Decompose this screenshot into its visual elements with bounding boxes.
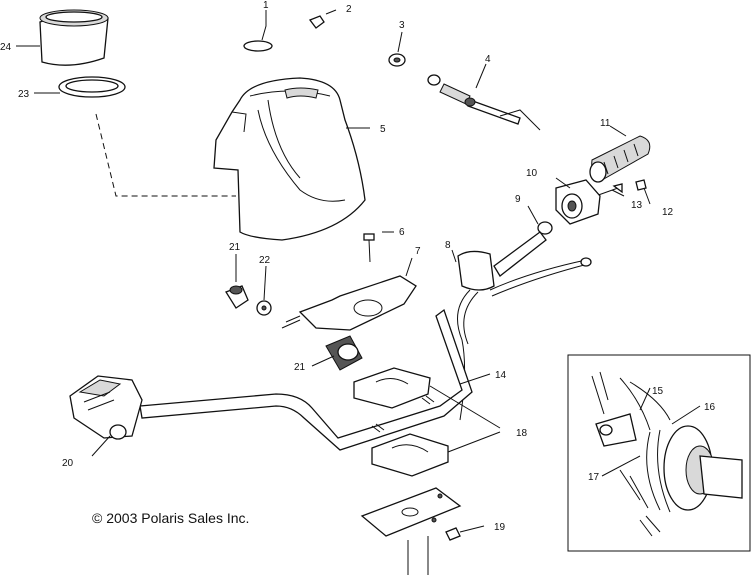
copyright-notice: © 2003 Polaris Sales Inc. xyxy=(92,510,249,526)
detail-inset xyxy=(567,354,751,552)
callout-1: 1 xyxy=(263,0,269,11)
callout-8: 8 xyxy=(445,240,451,251)
part-1-lens xyxy=(243,40,273,52)
callout-22: 22 xyxy=(259,255,271,266)
part-11-grip xyxy=(589,135,651,183)
part-18-clamp-upper xyxy=(353,367,431,409)
callout-7: 7 xyxy=(415,246,421,257)
part-8-brake-lever xyxy=(457,231,592,297)
callout-13: 13 xyxy=(631,200,643,211)
callout-20: 20 xyxy=(62,458,74,469)
callout-11: 11 xyxy=(600,118,611,129)
callout-16: 16 xyxy=(704,402,716,413)
part-23-ring xyxy=(58,76,126,98)
callout-24: 24 xyxy=(0,42,12,53)
part-14-handlebar xyxy=(139,308,473,451)
callout-19: 19 xyxy=(494,522,506,533)
part-7-mount-plate xyxy=(281,275,417,331)
part-24-bezel-ring xyxy=(39,9,109,66)
callout-21-upper: 21 xyxy=(229,242,241,253)
part-3-washer xyxy=(388,53,406,67)
callout-4: 4 xyxy=(485,54,491,65)
part-5-headlight-pod xyxy=(213,77,366,241)
part-2-screw xyxy=(308,15,325,29)
callout-2: 2 xyxy=(346,4,352,15)
callout-15: 15 xyxy=(652,386,664,397)
part-6-bolt xyxy=(363,233,375,263)
part-10-throttle-housing xyxy=(555,179,601,225)
callout-17: 17 xyxy=(588,472,600,483)
callout-21-lower: 21 xyxy=(294,362,306,373)
part-4-switch-assembly xyxy=(427,74,541,131)
part-19-post-plate xyxy=(360,487,462,575)
part-22-nut xyxy=(256,300,272,316)
callout-10: 10 xyxy=(526,168,538,179)
callout-18: 18 xyxy=(516,428,528,439)
leader-lines xyxy=(16,9,701,533)
part-21-switch-upper xyxy=(225,285,249,309)
callout-12: 12 xyxy=(662,207,674,218)
callout-labels: 1 2 3 4 5 6 7 8 9 10 11 12 13 14 15 16 1… xyxy=(0,0,716,533)
callout-23: 23 xyxy=(18,89,30,100)
part-18-clamp-lower xyxy=(371,433,449,477)
part-21-switch-lower xyxy=(325,335,363,371)
part-9-bushing xyxy=(537,221,553,235)
part-12-nut xyxy=(635,179,647,191)
callout-3: 3 xyxy=(399,20,405,31)
callout-14: 14 xyxy=(495,370,507,381)
callout-9: 9 xyxy=(515,194,521,205)
callout-6: 6 xyxy=(399,227,405,238)
callout-5: 5 xyxy=(380,124,386,135)
part-20-switch-housing xyxy=(69,375,143,440)
